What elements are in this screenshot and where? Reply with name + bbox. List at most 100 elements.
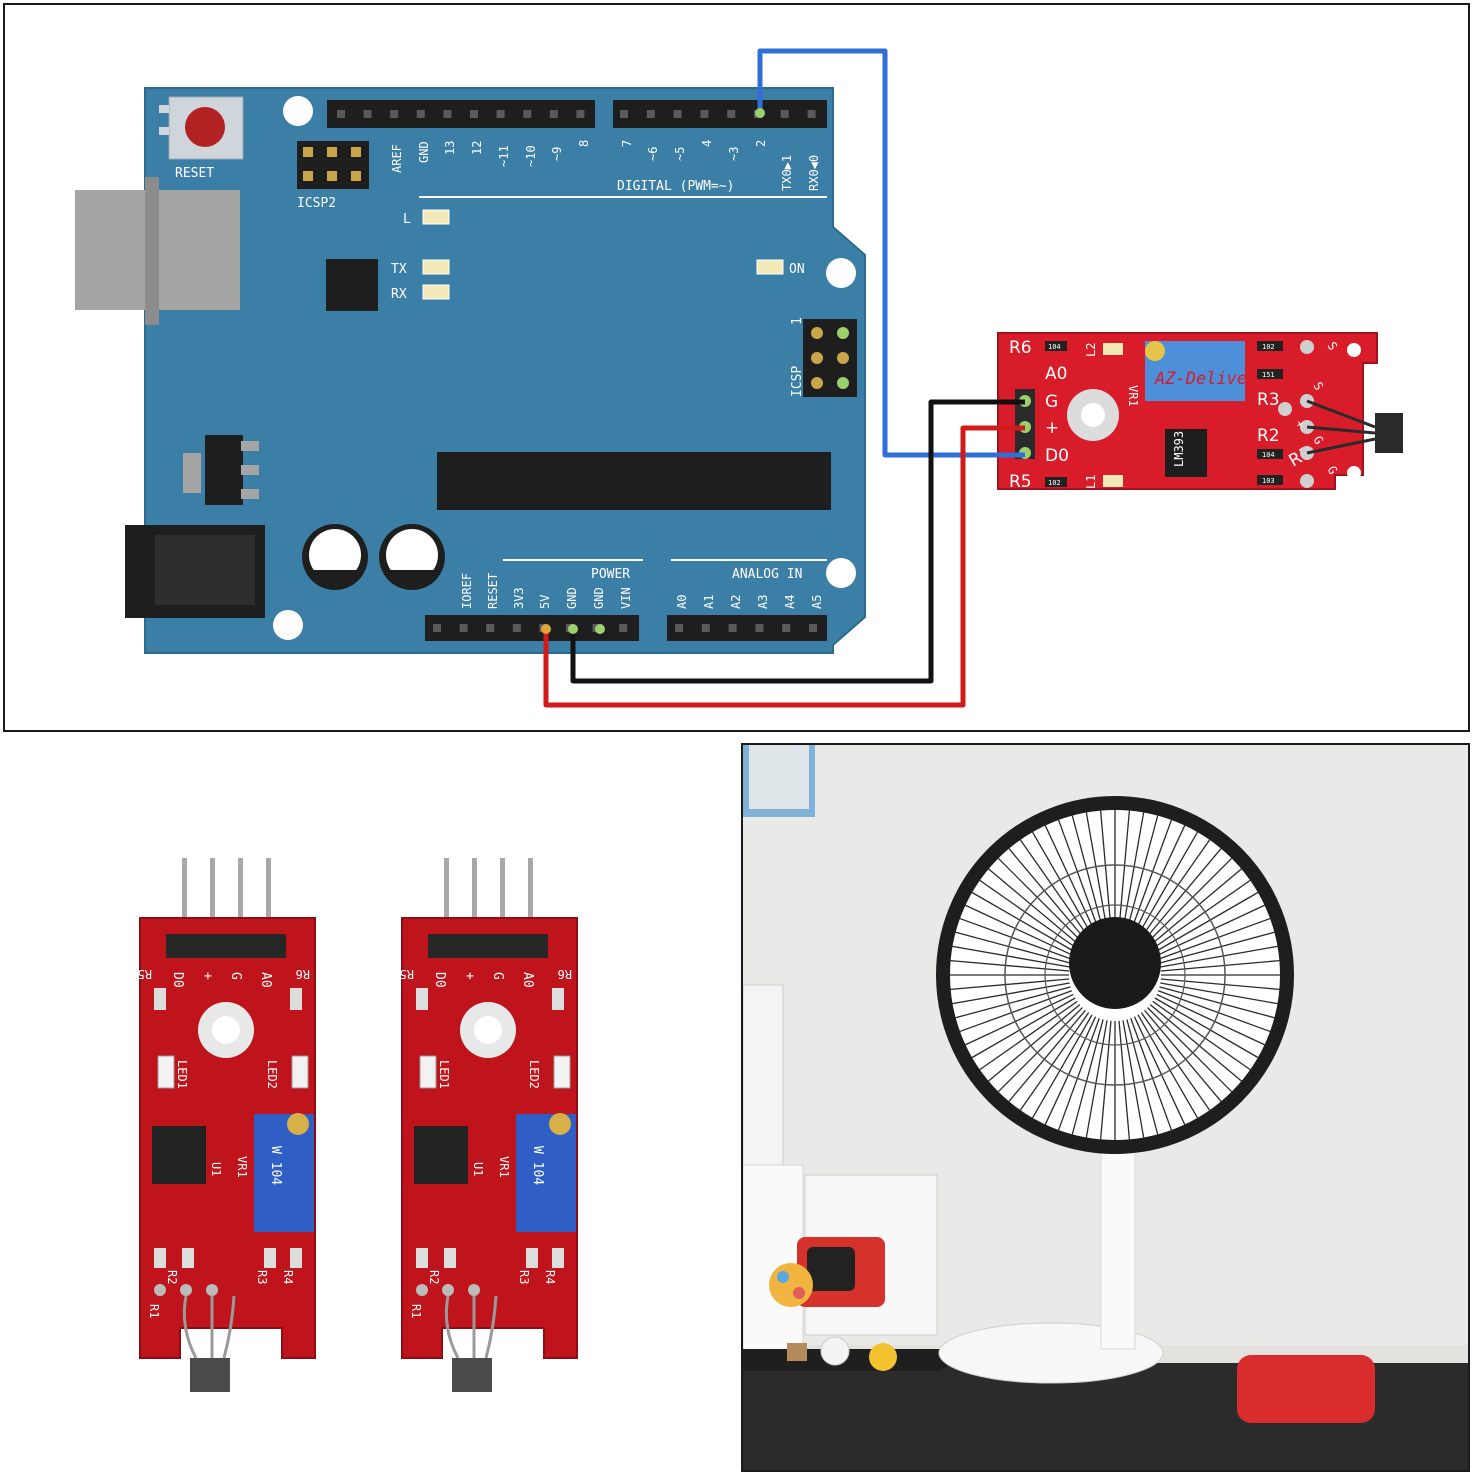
photo-pot-code: W 104 [530, 1146, 545, 1185]
fan-spoke [1149, 1004, 1242, 1082]
res-code: 104 [1048, 343, 1061, 351]
smd-resistor: 104 [1045, 341, 1067, 351]
res-code: 102 [1048, 479, 1061, 487]
module-r5-label: R5 [1009, 472, 1032, 492]
fan-spoke [1126, 1019, 1159, 1135]
pin-label-a5: A5 [810, 595, 824, 609]
module-l2-label: L2 [1084, 343, 1098, 357]
header-pin [512, 624, 521, 632]
hall-lead [1306, 437, 1376, 455]
fan-spoke [1144, 848, 1222, 941]
photo-pin-a0: A0 [258, 972, 273, 988]
fan-spoke [1133, 1016, 1186, 1125]
wire-ground [570, 399, 1025, 684]
wiring-diagram-panel: RESET ICSP2 AREF GND 13 12 ~11 ~10 ~9 8 … [3, 3, 1470, 732]
fan-spoke [1130, 819, 1173, 932]
fan-spoke [959, 917, 1072, 960]
fan-spoke [1057, 819, 1100, 932]
res-code: 102 [1262, 343, 1275, 351]
pin-label-10: ~10 [524, 145, 538, 167]
module-l1-label: L1 [1084, 475, 1098, 489]
fan-photo-panel [741, 743, 1470, 1472]
fan-spoke [1031, 831, 1093, 936]
header-pin [576, 110, 585, 118]
sensor-modules-illustration: R5 R6 D0 + G A0 LED1 LED2 U1 VR1 W 104 R… [138, 858, 578, 1392]
header-pin [443, 110, 452, 118]
fan-spoke [1126, 815, 1159, 931]
pin-label-13: 13 [443, 141, 457, 155]
res-code: 104 [1262, 451, 1275, 459]
header-pin [549, 110, 558, 118]
fan-spoke [1044, 825, 1097, 934]
fan-spoke [1144, 1009, 1222, 1102]
header-pin [809, 624, 817, 632]
fan-spoke [1071, 1019, 1104, 1135]
photo-r6-label: R6 [558, 967, 572, 981]
led-l [422, 209, 450, 225]
brand-label: AZ-Delivery [1154, 369, 1268, 389]
fan-spoke [1140, 1012, 1211, 1111]
fan-spoke [1137, 831, 1199, 936]
fan-spoke [965, 904, 1074, 957]
balloon-toy [769, 1263, 813, 1307]
photo-r5-label: R5 [138, 967, 152, 981]
pin-label-3: ~3 [727, 147, 741, 161]
photo-pot-code: W 104 [268, 1146, 283, 1185]
header-pin [675, 624, 683, 632]
fan-spoke [1140, 839, 1211, 938]
pin-label-9: ~9 [550, 147, 564, 161]
fan-spoke [1137, 1014, 1199, 1119]
photo-r3-label: R3 [255, 1270, 269, 1284]
photo-r1-label: R1 [409, 1304, 423, 1318]
pin-label-a2: A2 [729, 595, 743, 609]
house-toy [787, 1343, 807, 1361]
header-pin [728, 624, 737, 632]
module-vr1-label: VR1 [1126, 385, 1140, 407]
smd-resistor: 103 [1257, 475, 1283, 485]
header-pin [700, 110, 709, 118]
pin-label-a3: A3 [756, 595, 770, 609]
pin-label-8: 8 [577, 140, 591, 147]
photo-r2-label: R2 [427, 1270, 441, 1284]
pin-label-aref: AREF [390, 144, 404, 173]
photo-u1-label: U1 [471, 1162, 485, 1176]
fan-spoke [1099, 810, 1112, 930]
module-pin-a0-label: A0 [1045, 364, 1067, 384]
header-pin [433, 624, 441, 632]
pin-label-6: ~6 [646, 147, 660, 161]
fan-spoke [1160, 959, 1280, 972]
header-pin [701, 624, 710, 632]
fan-spoke [1071, 815, 1104, 931]
led-l-label: L [403, 212, 411, 227]
header-pin [496, 110, 505, 118]
fan-spoke [971, 891, 1076, 953]
power-header [425, 615, 639, 641]
potentiometer-screw [1145, 341, 1165, 361]
fan-spoke [1154, 997, 1259, 1059]
photo-pin-plus: + [462, 972, 477, 980]
fan-spoke [1122, 1020, 1145, 1138]
pin-label-reset: RESET [486, 573, 500, 609]
icsp-label: ICSP [790, 366, 805, 397]
fan-grille [950, 810, 1280, 1140]
smd-resistor: 102 [1257, 341, 1283, 351]
led-l1 [1103, 475, 1123, 487]
module-pin-plus-label: + [1045, 418, 1059, 438]
fan-photo [743, 745, 1468, 1470]
header-pin-row [337, 110, 585, 118]
hall-pad [1300, 474, 1314, 488]
header-pin [363, 110, 372, 118]
photo-hall-sensor [190, 1358, 230, 1392]
hall-lead [1306, 399, 1376, 429]
photo-r5-label: R5 [400, 967, 414, 981]
fan-spoke [979, 879, 1078, 950]
header-pin [782, 624, 791, 632]
header-pin [523, 110, 532, 118]
fan-spoke [1156, 904, 1265, 957]
photo-led2-label: LED2 [265, 1060, 279, 1089]
fan-spoke [1159, 986, 1275, 1019]
fan-spoke [997, 1007, 1083, 1093]
fan-spoke [1159, 931, 1275, 964]
header-pin [755, 624, 764, 632]
fan-spoke [952, 982, 1070, 1005]
